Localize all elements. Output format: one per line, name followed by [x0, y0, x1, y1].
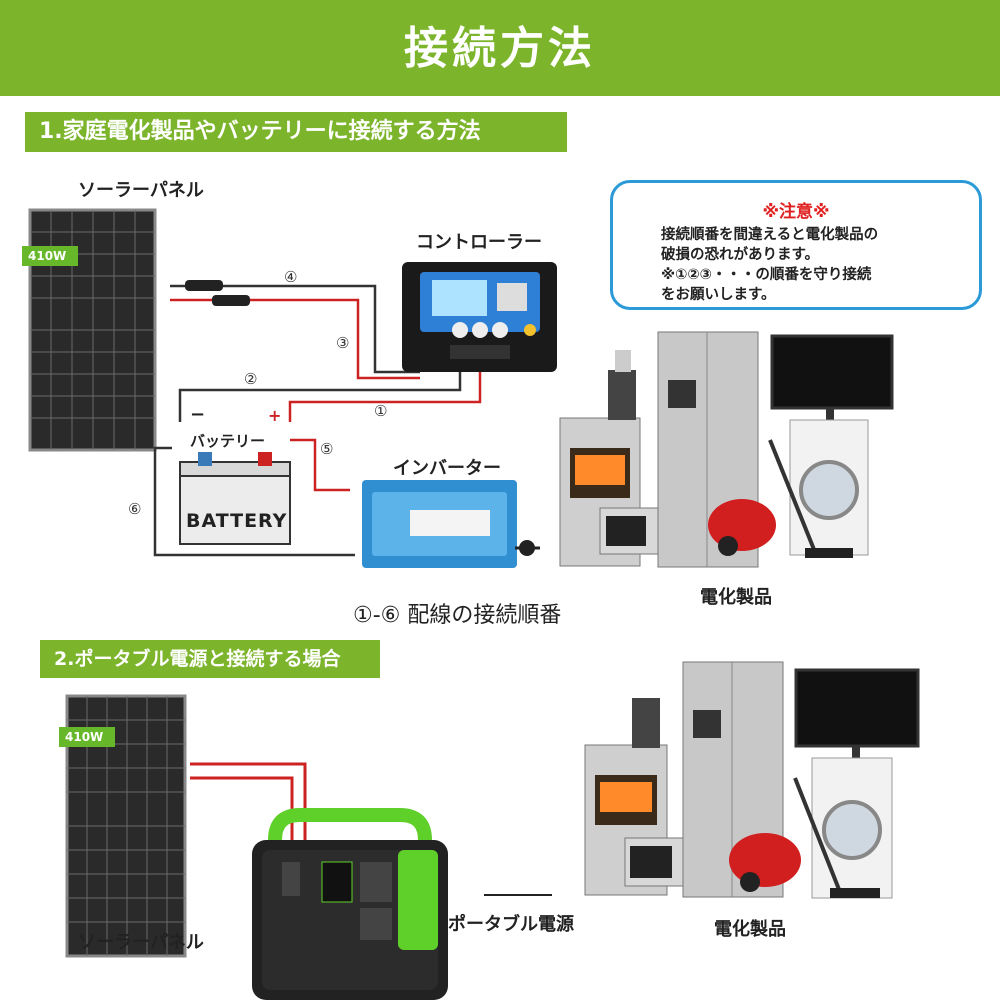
caution-line-4: をお願いします。 — [661, 287, 776, 303]
inverter-label: インバーター — [393, 458, 501, 479]
appliances-image-2 — [584, 661, 920, 899]
solar-panel-label: ソーラーパネル — [78, 180, 204, 201]
battery-label: バッテリー — [190, 432, 266, 450]
section1-wiring-diagram — [28, 208, 894, 568]
solar-panel-label-2: ソーラーパネル — [78, 932, 204, 953]
portable-power-station-image — [252, 808, 448, 1000]
section1-heading: 1.家庭電化製品やバッテリーに接続する方法 — [25, 112, 567, 152]
caution-title: ※注意※ — [762, 202, 830, 222]
panel-wattage-tag: 410W — [22, 246, 78, 266]
battery-print-text: BATTERY — [186, 510, 288, 532]
battery-minus-sign: − — [190, 404, 206, 425]
section2-connection-diagram — [65, 661, 920, 1000]
appliance-label-1: 電化製品 — [700, 587, 772, 608]
battery-image — [179, 452, 291, 545]
appliance-label-2: 電化製品 — [714, 919, 786, 940]
caution-line-1: 接続順番を間違えると電化製品の — [661, 227, 879, 243]
charge-controller-image — [402, 262, 557, 372]
inverter-image — [362, 480, 517, 568]
page-title: 接続方法 — [404, 23, 596, 74]
battery-plus-sign: + — [268, 406, 282, 425]
appliances-image-1 — [559, 331, 894, 568]
caution-line-2: 破損の恐れがあります。 — [661, 247, 820, 263]
controller-label: コントローラー — [416, 232, 542, 253]
top-banner — [0, 0, 1000, 96]
wiring-order-caption: ①-⑥ 配線の接続順番 — [353, 603, 562, 628]
wire-number-5: ⑤ — [320, 440, 334, 458]
portable-power-label: ポータブル電源 — [448, 914, 574, 935]
section2-heading: 2.ポータブル電源と接続する場合 — [40, 640, 380, 678]
wire-number-6: ⑥ — [128, 500, 142, 518]
caution-line-3: ※①②③・・・の順番を守り接続 — [661, 267, 872, 283]
wire-number-2: ② — [244, 370, 258, 388]
caution-notice-box: ※注意※ 接続順番を間違えると電化製品の 破損の恐れがあります。 ※①②③・・・… — [610, 180, 982, 310]
panel-wattage-tag-2: 410W — [59, 727, 115, 747]
wire-number-1: ① — [374, 402, 388, 420]
wire-number-4: ④ — [284, 268, 298, 286]
wire-number-3: ③ — [336, 334, 350, 352]
